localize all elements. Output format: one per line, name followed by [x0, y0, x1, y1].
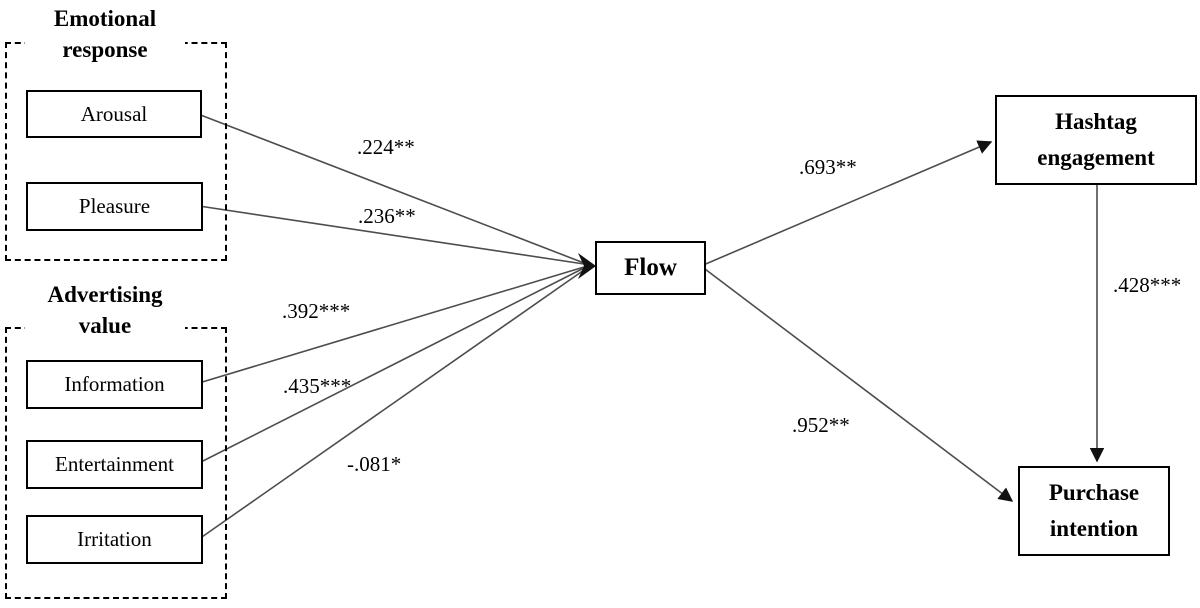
node-hashtag-engagement-line1: Hashtag [1055, 109, 1137, 134]
coefficient-hashtag-purchase: .428*** [1113, 273, 1182, 297]
node-hashtag-engagement: Hashtag engagement [995, 95, 1197, 185]
node-pleasure-label: Pleasure [78, 194, 151, 218]
node-entertainment-label: Entertainment [55, 452, 174, 476]
node-pleasure: Pleasure [26, 182, 203, 231]
node-purchase-intention-line1: Purchase [1048, 480, 1140, 505]
edge-irritation-flow [198, 269, 585, 540]
coefficient-information-flow: .392*** [282, 299, 351, 323]
node-flow-label: Flow [624, 254, 677, 281]
node-irritation: Irritation [26, 515, 203, 564]
emotional-response-title: Emotional response [25, 3, 185, 65]
node-information-label: Information [64, 372, 165, 396]
coefficient-pleasure-flow: .236** [358, 204, 416, 228]
edge-entertainment-flow [198, 267, 585, 464]
node-flow: Flow [595, 241, 706, 295]
edge-information-flow [198, 266, 585, 384]
node-purchase-intention: Purchase intention [1018, 466, 1170, 556]
coefficient-flow-hashtag: .693** [799, 155, 857, 179]
emotional-response-title-line1: Emotional [53, 6, 157, 31]
advertising-value-title: Advertising value [25, 279, 185, 341]
coefficient-entertainment-flow: .435*** [283, 374, 352, 398]
advertising-value-title-line2: value [78, 313, 132, 338]
coefficient-flow-purchase: .952** [792, 413, 850, 437]
node-arousal-label: Arousal [80, 101, 148, 126]
node-information: Information [26, 360, 203, 409]
node-entertainment: Entertainment [26, 440, 203, 489]
node-hashtag-engagement-line2: engagement [1037, 145, 1155, 170]
emotional-response-title-line2: response [62, 37, 148, 62]
advertising-value-title-line1: Advertising [47, 282, 163, 307]
node-purchase-intention-line2: intention [1049, 516, 1139, 541]
coefficient-arousal-flow: .224** [357, 135, 415, 159]
node-irritation-label: Irritation [77, 527, 152, 551]
coefficient-irritation-flow: -.081* [347, 452, 402, 476]
edge-flow-purchase [700, 265, 1014, 502]
flow-convergence-arrowhead [578, 253, 596, 279]
node-arousal: Arousal [26, 90, 202, 138]
